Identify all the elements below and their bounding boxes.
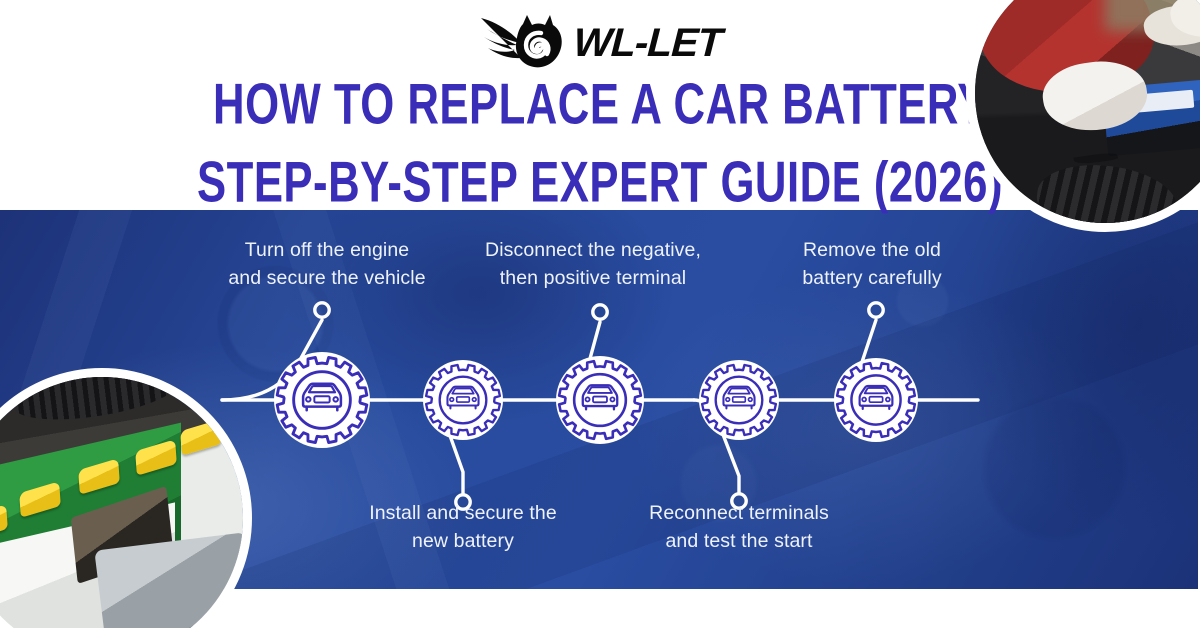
step-3-label-line2: then positive terminal [499, 266, 687, 289]
timeline-graphic [220, 301, 980, 511]
step-2-label-line1: Install and secure the [369, 502, 557, 524]
battery-photo-inner [0, 377, 243, 628]
battery-vent-cap [0, 503, 8, 541]
step-5-label-line1: Remove the old [803, 239, 941, 261]
title-line-2: STEP-BY-STEP EXPERT GUIDE (2026) [197, 149, 1003, 214]
step-3-label: Disconnect the negative, then positive t… [463, 237, 723, 292]
timeline-icon-1 [274, 352, 370, 448]
page-title: HOW TO REPLACE A CAR BATTERY STEP-BY-STE… [0, 75, 1200, 210]
brand-logo[interactable]: WL-LET [0, 12, 1200, 74]
timeline-icon-4 [699, 360, 779, 440]
step-2-label: Install and secure the new battery [333, 500, 593, 555]
step-4-label-line1: Reconnect terminals [649, 502, 829, 524]
timeline-icon-3 [556, 356, 644, 444]
mechanic-photo-background-blur [1105, 0, 1200, 31]
battery-photo-hose [9, 377, 184, 430]
step-4-label: Reconnect terminals and test the start [609, 500, 869, 555]
step-1-label: Turn off the engine and secure the vehic… [197, 237, 457, 292]
step-5-label-line2: battery carefully [802, 266, 942, 289]
step-4-label-line2: and test the start [665, 529, 813, 552]
mechanic-photo-inner [975, 0, 1200, 223]
step-1-label-line2: and secure the vehicle [228, 266, 426, 289]
step-5-label: Remove the old battery carefully [742, 237, 1002, 292]
brand-name: WL-LET [572, 21, 724, 65]
timeline-icon-2 [423, 360, 503, 440]
timeline-icon-5 [834, 358, 918, 442]
blue-battery-in-photo [1102, 77, 1200, 156]
battery-vent-cap [135, 438, 177, 476]
title-line-1: HOW TO REPLACE A CAR BATTERY [213, 71, 987, 136]
mechanic-replacing-battery-photo [966, 0, 1200, 232]
green-car-battery-photo [0, 368, 252, 628]
battery-vent-cap [180, 419, 222, 456]
step-2-label-line2: new battery [412, 529, 514, 552]
engine-hose-in-photo [1033, 157, 1182, 223]
owl-logo-icon [481, 15, 563, 68]
step-1-label-line1: Turn off the engine [244, 239, 410, 261]
battery-vent-cap [19, 481, 62, 518]
step-3-label-line1: Disconnect the negative, [485, 239, 701, 261]
battery-vent-cap [78, 458, 121, 496]
